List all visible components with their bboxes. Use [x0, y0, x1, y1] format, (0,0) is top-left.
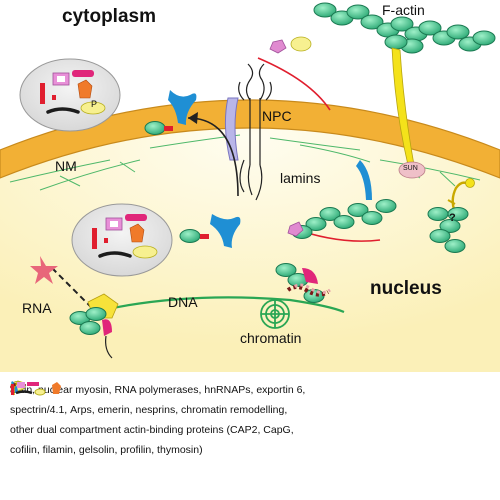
cyto-bubble-contents	[40, 70, 106, 115]
legend-row-4: cofilin, filamin, gelsolin, profilin, th…	[10, 440, 492, 460]
other-abp-icon	[11, 382, 61, 396]
p-label: P	[91, 99, 98, 109]
chromatin-label: chromatin	[240, 330, 302, 346]
nucleus-label: nucleus	[370, 278, 442, 299]
f-actin-label: F-actin	[382, 2, 425, 18]
legend-spectrin: spectrin/4.1,	[10, 404, 68, 416]
nuc-bubble-contents	[92, 214, 158, 259]
spectrin-pentagon	[269, 39, 287, 54]
legend-arps: Arps,	[70, 404, 95, 416]
lamins-label: lamins	[280, 170, 321, 186]
npc-complex	[224, 63, 272, 201]
actin-exported	[144, 121, 173, 135]
legend-row-2: spectrin/4.1, Arps, emerin, nesprins, ch…	[10, 381, 492, 420]
legend-hnrnaps: hnRNAPs,	[204, 384, 254, 396]
exportin6-shape	[168, 90, 197, 125]
chromatin-spiral	[260, 299, 290, 329]
dna-strand	[69, 296, 345, 320]
rna-label: RNA	[22, 300, 52, 316]
legend-other-line2: cofilin, filamin, gelsolin, profilin, th…	[10, 444, 203, 456]
npc-label: NPC	[262, 108, 292, 124]
cytoplasm-label: cytoplasm	[62, 6, 156, 27]
legend: actin, nuclear myosin, RNA polymerases, …	[10, 380, 492, 460]
export-arrow	[187, 117, 239, 197]
dna-label: DNA	[168, 294, 198, 310]
sun-label: SUN	[403, 165, 418, 172]
nuc-bubble	[71, 203, 173, 277]
legend-row-3: other dual compartment actin-binding pro…	[10, 382, 492, 440]
legend-rna-polymerases: RNA polymerases,	[114, 384, 202, 396]
legend-emerin: emerin,	[97, 404, 133, 416]
question-label: ?	[449, 212, 456, 224]
legend-chromatin-remodelling: chromatin remodelling,	[181, 404, 288, 416]
legend-exportin6: exportin 6,	[256, 384, 306, 396]
nm-label: NM	[55, 158, 77, 174]
legend-row-1: actin, nuclear myosin, RNA polymerases, …	[10, 380, 492, 400]
nuclear-membrane	[0, 99, 500, 179]
legend-other-line1: other dual compartment actin-binding pro…	[10, 424, 294, 436]
f-actin-filament	[313, 2, 496, 54]
cyto-bubble	[19, 58, 121, 132]
hnrnap-star	[30, 256, 58, 284]
legend-nesprins: nesprins,	[135, 404, 179, 416]
emerin	[356, 160, 372, 200]
